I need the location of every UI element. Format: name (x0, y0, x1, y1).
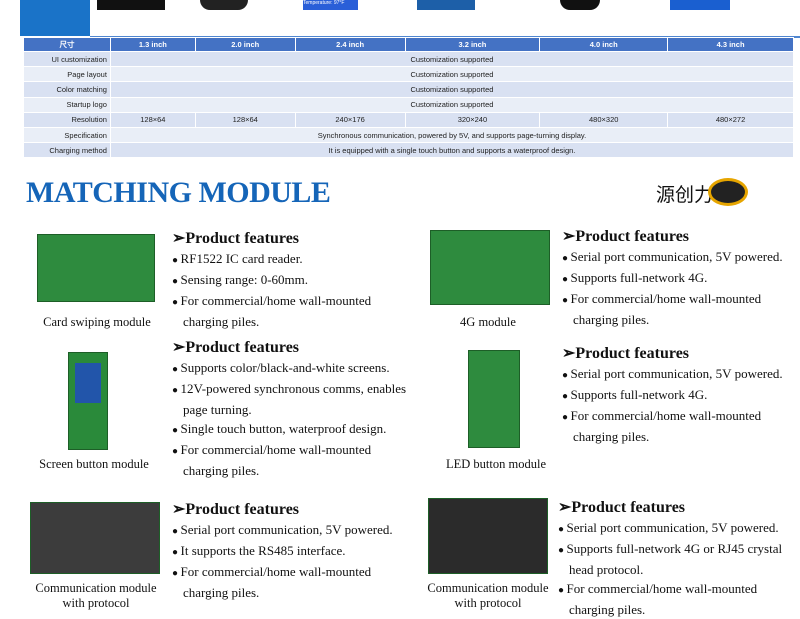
brand-name: 源创力 (656, 184, 714, 206)
screen-display (75, 363, 101, 403)
top-color-block (20, 0, 90, 36)
feature-block: ➢Product features RF1522 IC card reader.… (172, 229, 407, 331)
feature-item: 12V-powered synchronous comms, enables p… (172, 379, 407, 419)
feature-item: Supports full-network 4G or RJ45 crystal… (558, 539, 793, 579)
feature-item: Supports full-network 4G. (562, 268, 797, 289)
feature-heading: ➢Product features (562, 345, 690, 362)
feature-item: Serial port communication, 5V powered. (558, 518, 793, 539)
spec-table: 尺寸 1.3 inch 2.0 inch 2.4 inch 3.2 inch 4… (23, 37, 795, 159)
cell: 320×240 (404, 111, 541, 128)
feature-block: ➢Product features Supports color/black-a… (172, 338, 407, 480)
cell: 480×272 (667, 111, 794, 128)
feature-heading: ➢Product features (558, 499, 686, 516)
feature-item: Supports full-network 4G. (562, 385, 797, 406)
module-caption: Communication module with protocol (35, 581, 157, 610)
feature-item: Sensing range: 0-60mm. (172, 270, 407, 291)
row-label: UI customization (23, 50, 111, 68)
row-label: Charging method (23, 142, 111, 159)
4g-module-image (430, 230, 550, 305)
cell: It is equipped with a single touch butto… (109, 142, 795, 159)
feature-item: For commercial/home wall-mounted chargin… (172, 562, 407, 602)
feature-heading: ➢Product features (172, 339, 300, 356)
header-cell: 1.3 inch (109, 37, 196, 52)
row-label: Page layout (23, 66, 111, 83)
module-caption: Card swiping module (43, 315, 151, 329)
header-cell: 4.3 inch (667, 37, 794, 52)
cell: Customization supported (109, 81, 795, 98)
feature-block: ➢Product features Serial port communicat… (562, 344, 797, 446)
feature-block: ➢Product features Serial port communicat… (562, 227, 797, 329)
feature-heading: ➢Product features (172, 230, 300, 247)
display-thumb (200, 0, 248, 10)
feature-item: For commercial/home wall-mounted chargin… (562, 406, 797, 446)
header-cell: 3.2 inch (404, 37, 541, 52)
led-button-module-image (468, 350, 520, 448)
feature-block: ➢Product features Serial port communicat… (558, 498, 793, 619)
header-cell: 2.4 inch (294, 37, 406, 52)
module-caption: Screen button module (39, 457, 149, 471)
brand-logo (708, 178, 748, 206)
row-label: Resolution (23, 111, 111, 128)
table-header-row: 尺寸 1.3 inch 2.0 inch 2.4 inch 3.2 inch 4… (23, 37, 794, 52)
feature-item: For commercial/home wall-mounted chargin… (172, 291, 407, 331)
header-cell: 4.0 inch (539, 37, 669, 52)
row-label: Specification (23, 126, 111, 144)
display-thumb (670, 0, 730, 10)
table-row: Resolution 128×64 128×64 240×176 320×240… (23, 111, 794, 128)
display-thumb (560, 0, 600, 10)
communication-module-4g-image (428, 498, 548, 574)
feature-heading: ➢Product features (562, 228, 690, 245)
display-thumb: Temperature: 97°F (303, 0, 358, 10)
feature-item: It supports the RS485 interface. (172, 541, 407, 562)
section-title: MATCHING MODULE (26, 176, 331, 209)
card-swiping-module-image (37, 234, 155, 302)
cell: 480×320 (539, 111, 669, 128)
communication-module-image (30, 502, 160, 574)
cell: Synchronous communication, powered by 5V… (109, 126, 795, 144)
feature-heading: ➢Product features (172, 501, 300, 518)
cell: 128×64 (194, 111, 296, 128)
feature-item: For commercial/home wall-mounted chargin… (562, 289, 797, 329)
feature-item: Supports color/black-and-white screens. (172, 358, 407, 379)
feature-item: RF1522 IC card reader. (172, 249, 407, 270)
feature-item: For commercial/home wall-mounted chargin… (172, 440, 407, 480)
feature-item: Serial port communication, 5V powered. (562, 364, 797, 385)
row-label: Startup logo (23, 96, 111, 113)
cell: 128×64 (109, 111, 196, 128)
header-cell: 2.0 inch (194, 37, 296, 52)
feature-item: For commercial/home wall-mounted chargin… (558, 579, 793, 619)
feature-item: Single touch button, waterproof design. (172, 419, 407, 440)
cell: Customization supported (109, 50, 795, 68)
module-caption: LED button module (446, 457, 546, 471)
feature-item: Serial port communication, 5V powered. (562, 247, 797, 268)
cell: 240×176 (294, 111, 406, 128)
feature-block: ➢Product features Serial port communicat… (172, 500, 407, 602)
display-thumb (417, 0, 475, 10)
module-caption: Communication module with protocol (427, 581, 549, 610)
module-caption: 4G module (460, 315, 516, 329)
cell: Customization supported (109, 96, 795, 113)
thumb-text: Temperature: 97°F (303, 0, 345, 6)
screen-button-module-image (68, 352, 108, 450)
cell: Customization supported (109, 66, 795, 83)
feature-item: Serial port communication, 5V powered. (172, 520, 407, 541)
display-thumb (97, 0, 165, 10)
row-label: Color matching (23, 81, 111, 98)
header-cell: 尺寸 (23, 37, 111, 52)
